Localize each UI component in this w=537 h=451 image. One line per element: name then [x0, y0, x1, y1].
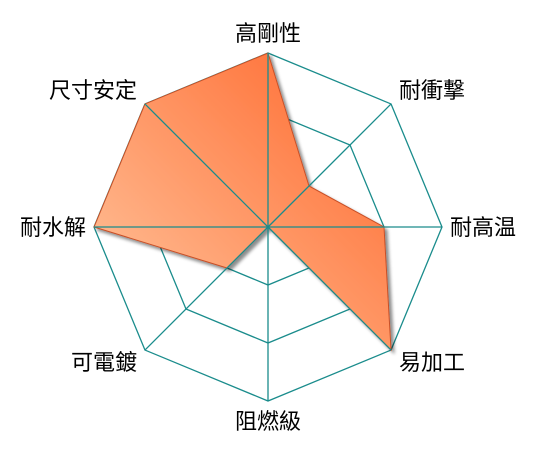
spoke-3 [267, 226, 392, 351]
axis-label-4: 阻燃級 [235, 410, 301, 435]
axis-label-7: 尺寸安定 [49, 79, 137, 104]
radar-spokes [94, 53, 442, 401]
axis-label-2: 耐高温 [450, 216, 516, 241]
spoke-1 [267, 103, 392, 228]
axis-label-6: 耐水解 [20, 216, 86, 241]
axis-label-3: 易加工 [399, 351, 465, 376]
spoke-7 [144, 103, 269, 228]
axis-label-5: 可電鍍 [71, 351, 137, 376]
axis-label-0: 高剛性 [235, 22, 301, 47]
spoke-5 [144, 226, 269, 351]
axis-label-1: 耐衝撃 [399, 79, 465, 104]
